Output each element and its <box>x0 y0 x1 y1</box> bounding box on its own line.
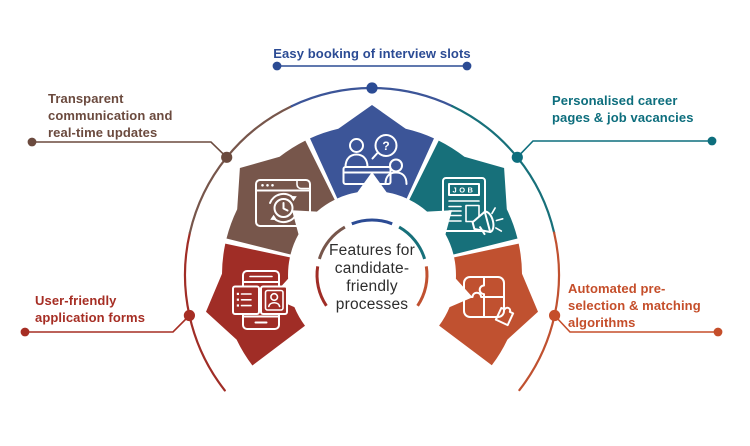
application-form-icon <box>232 270 288 330</box>
connector-line-matching <box>554 314 718 333</box>
label-transparent-communication: Transparent communication and real-time … <box>48 91 173 140</box>
inner-ring-segment-booking <box>351 218 393 226</box>
inner-ring-segment-career-pages <box>398 225 427 260</box>
interview-icon: ? <box>342 134 408 185</box>
label-interview-booking: Easy booking of interview slots <box>273 46 471 61</box>
label-dot-communication <box>27 137 37 147</box>
arc-node-dot-career-pages <box>511 151 523 163</box>
label-dot-booking-left <box>272 61 282 71</box>
label-career-pages: Personalised career pages & job vacancie… <box>552 93 694 125</box>
inner-ring-segment-application-forms <box>315 266 328 307</box>
inner-ring-segment-matching <box>416 266 429 307</box>
label-matching-algorithms: Automated pre- selection & matching algo… <box>568 281 701 330</box>
label-dot-application-forms <box>20 327 30 337</box>
label-dot-career-pages <box>707 136 717 146</box>
arc-node-dot-communication <box>221 151 233 163</box>
label-dot-matching <box>713 327 723 337</box>
arc-node-dot-application-forms <box>183 309 195 322</box>
job-banner-text: JOB <box>453 186 476 195</box>
connector-line-communication <box>32 141 228 158</box>
job-ad-icon: JOB <box>442 177 504 236</box>
question-mark: ? <box>382 139 389 153</box>
inner-ring-segment-communication <box>317 225 346 260</box>
realtime-updates-icon <box>255 179 311 227</box>
connector-line-career-pages <box>516 140 712 158</box>
wedge-matching <box>439 243 538 366</box>
wedge-communication <box>226 140 335 255</box>
arc-node-dot-booking <box>366 82 378 94</box>
label-dot-booking-right <box>462 61 472 71</box>
label-application-forms: User-friendly application forms <box>35 293 146 325</box>
puzzle-icon <box>463 276 515 327</box>
arc-node-dot-matching <box>549 309 561 322</box>
wedge-career-pages <box>409 140 518 255</box>
center-title: Features for candidate- friendly process… <box>329 242 415 313</box>
connector-line-application-forms <box>25 314 190 333</box>
